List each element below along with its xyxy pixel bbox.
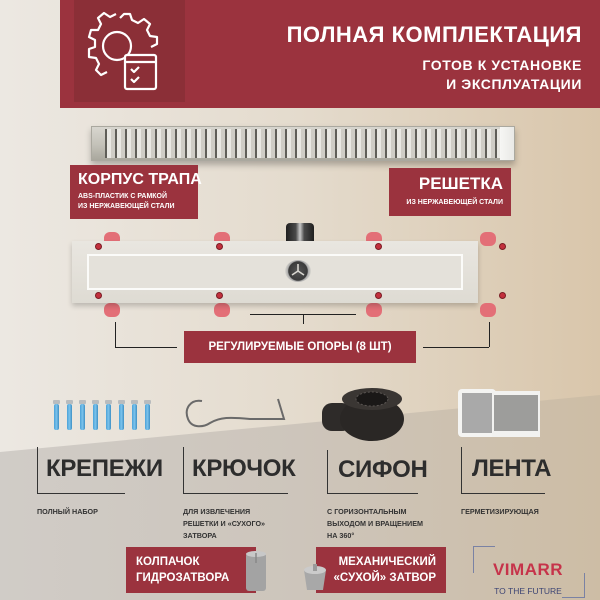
item-desc: ДЛЯ ИЗВЛЕЧЕНИЯ: [183, 507, 251, 516]
item-title: ЛЕНТА: [472, 455, 552, 482]
label-grate-line1: ИЗ НЕРЖАВЕЮЩЕЙ СТАЛИ: [406, 199, 503, 206]
label-grate: РЕШЕТКА ИЗ НЕРЖАВЕЮЩЕЙ СТАЛИ: [389, 168, 511, 216]
drain-body-image: [72, 241, 478, 303]
header-subtitle: ГОТОВ К УСТАНОВКЕ И ЭКСПЛУАТАЦИИ: [422, 56, 582, 94]
drain-channel: [87, 254, 463, 290]
item-siphon: СИФОН С ГОРИЗОНТАЛЬНЫМ ВЫХОДОМ И ВРАЩЕНИ…: [327, 450, 428, 542]
logo-frame-corner: [473, 546, 495, 573]
item-fasteners: КРЕПЕЖИ ПОЛНЫЙ НАБОР: [37, 447, 163, 518]
label-supports: РЕГУЛИРУЕМЫЕ ОПОРЫ (8 ШТ): [184, 331, 416, 363]
dry-seal-icon: [304, 564, 326, 590]
drain-spokes-icon: [291, 264, 305, 276]
logo-frame-corner: [562, 573, 585, 598]
brand-logo: VIMARR TO THE FUTURE: [487, 560, 569, 596]
bracket-line: [115, 322, 116, 347]
brand-tagline: TO THE FUTURE: [494, 586, 562, 596]
grate-image: [91, 126, 515, 161]
header-subtitle-line1: ГОТОВ К УСТАНОВКЕ: [422, 57, 582, 73]
item-frame: КРЕПЕЖИ: [37, 447, 163, 494]
item-desc: С ГОРИЗОНТАЛЬНЫМ: [327, 507, 407, 516]
support-foot: [480, 303, 496, 317]
label-water-seal-cap-line1: КОЛПАЧОК: [136, 556, 200, 568]
support-foot: [104, 303, 120, 317]
header-subtitle-line2: И ЭКСПЛУАТАЦИИ: [446, 76, 582, 92]
gear-checklist-icon: [87, 11, 159, 91]
label-water-seal-cap: КОЛПАЧОК ГИДРОЗАТВОРА: [126, 547, 256, 593]
label-dry-seal-line1: МЕХАНИЧЕСКИЙ: [338, 556, 436, 568]
grate-endcap: [500, 127, 514, 160]
item-title: КРЕПЕЖИ: [46, 455, 163, 482]
support-screw: [499, 243, 506, 250]
label-grate-title: РЕШЕТКА: [418, 174, 503, 193]
item-title: КРЮЧОК: [192, 455, 296, 482]
item-frame: КРЮЧОК: [183, 447, 296, 494]
hook-icon: [185, 398, 286, 428]
siphon-icon: [322, 388, 404, 441]
header-title: ПОЛНАЯ КОМПЛЕКТАЦИЯ: [286, 22, 582, 47]
label-drain-body-line1: ABS-ПЛАСТИК С РАМКОЙ: [78, 193, 168, 200]
wall-anchors-icon: [53, 400, 151, 430]
bracket-line: [115, 347, 177, 348]
item-tape: ЛЕНТА ГЕРМЕТИЗИРУЮЩАЯ: [461, 447, 552, 518]
support-foot: [480, 232, 496, 246]
label-drain-body: КОРПУС ТРАПА ABS-ПЛАСТИК С РАМКОЙ ИЗ НЕР…: [70, 165, 202, 219]
label-dry-seal-line2: «СУХОЙ» ЗАТВОР: [333, 572, 436, 584]
item-hook: КРЮЧОК ДЛЯ ИЗВЛЕЧЕНИЯ РЕШЕТКИ И «СУХОГО»…: [183, 447, 296, 542]
item-frame: ЛЕНТА: [461, 447, 552, 494]
item-desc: ГЕРМЕТИЗИРУЮЩАЯ: [461, 507, 539, 516]
bracket-line: [303, 314, 304, 324]
item-desc: НА 360°: [327, 531, 355, 540]
support-foot: [366, 303, 382, 317]
support-screw: [499, 292, 506, 299]
item-desc: ЗАТВОРА: [183, 531, 217, 540]
grate-slots: [105, 129, 500, 158]
support-screw: [216, 292, 223, 299]
support-screw: [95, 243, 102, 250]
outlet-pipe: [286, 223, 314, 243]
support-foot: [214, 303, 230, 317]
header-icon-box: [74, 0, 185, 102]
water-seal-cap-icon: [246, 551, 266, 591]
header-banner: ПОЛНАЯ КОМПЛЕКТАЦИЯ ГОТОВ К УСТАНОВКЕ И …: [60, 0, 600, 108]
center-drain-hole: [285, 260, 311, 282]
item-desc: ПОЛНЫЙ НАБОР: [37, 507, 98, 516]
support-screw: [375, 292, 382, 299]
item-title: СИФОН: [338, 456, 428, 483]
label-water-seal-cap-line2: ГИДРОЗАТВОРА: [136, 572, 230, 584]
support-screw: [375, 243, 382, 250]
bracket-line: [489, 322, 490, 347]
label-drain-body-title: КОРПУС ТРАПА: [78, 171, 202, 188]
support-screw: [216, 243, 223, 250]
brand-name: VIMARR: [492, 560, 564, 579]
label-drain-body-line2: ИЗ НЕРЖАВЕЮЩЕЙ СТАЛИ: [78, 203, 175, 210]
bracket-line: [423, 347, 489, 348]
item-frame: СИФОН: [327, 450, 428, 494]
sealing-tape-icon: [458, 389, 540, 437]
support-screw: [95, 292, 102, 299]
item-desc: РЕШЕТКИ И «СУХОГО»: [183, 519, 266, 528]
label-mechanical-dry-seal: МЕХАНИЧЕСКИЙ «СУХОЙ» ЗАТВОР: [316, 547, 446, 593]
item-desc: ВЫХОДОМ И ВРАЩЕНИЕМ: [327, 519, 423, 528]
